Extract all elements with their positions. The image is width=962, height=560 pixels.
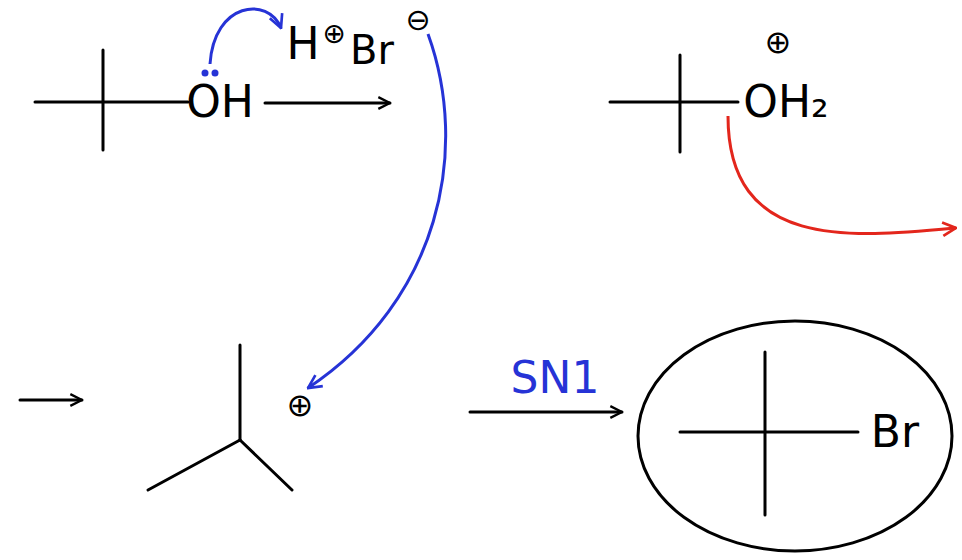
reaction-arrow <box>20 399 82 402</box>
bond-line <box>240 440 292 490</box>
charge-symbol: ⊕ <box>765 26 792 58</box>
atom-label: OH <box>186 80 254 124</box>
charge-symbol: ⊕ <box>322 20 345 48</box>
bond-line <box>680 431 858 434</box>
charge-symbol: ⊕ <box>287 389 314 421</box>
bond-line <box>239 345 242 440</box>
bond-line <box>148 440 240 490</box>
bond-line <box>610 101 738 104</box>
product-circle: Br <box>635 318 955 554</box>
reaction-arrow <box>470 411 622 414</box>
bond-line <box>35 101 188 104</box>
electron-arrow <box>308 34 446 388</box>
leaving-group-arrow <box>728 116 956 234</box>
atom-label: H <box>286 22 319 66</box>
lone-pair-dot <box>202 70 209 77</box>
circle-outline <box>638 321 952 551</box>
atom-label: Br <box>350 30 394 70</box>
reaction-arrow <box>265 102 390 105</box>
reaction-label: SN1 <box>511 356 600 400</box>
electron-arrow <box>210 9 281 64</box>
charge-symbol: ⊖ <box>405 5 430 35</box>
atom-label: OH₂ <box>743 80 828 124</box>
bond-line <box>102 50 105 150</box>
lone-pair-dot <box>212 70 219 77</box>
atom-label: Br <box>871 410 919 454</box>
